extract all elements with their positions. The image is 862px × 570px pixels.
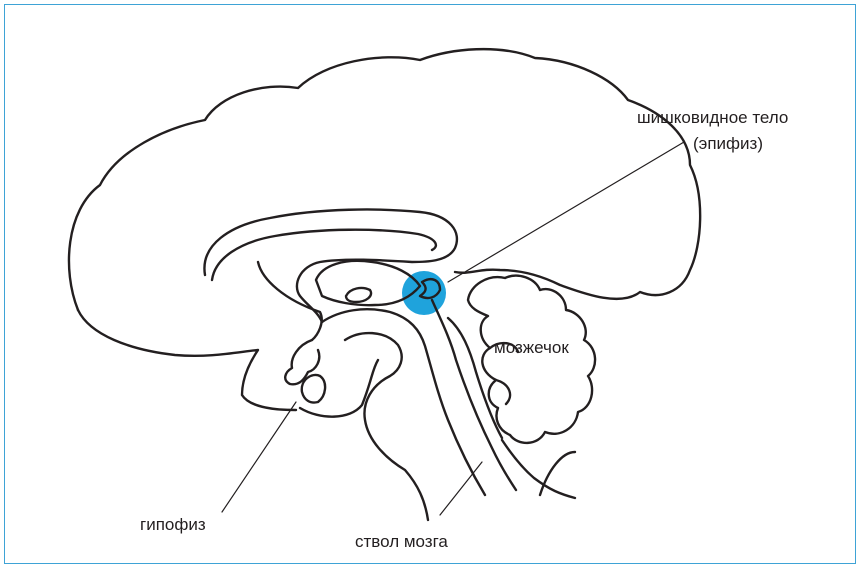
brainstem-back — [432, 300, 516, 490]
fornix — [258, 262, 322, 340]
frontal-lower-outline — [78, 310, 296, 410]
pituitary-gland — [302, 375, 325, 403]
corpus-callosum-inner — [212, 230, 436, 280]
brainstem-front — [322, 309, 485, 495]
cerebrum-outline — [69, 49, 700, 310]
spinal-line — [540, 452, 575, 495]
brainstem-label: ствол мозга — [355, 532, 448, 552]
brainstem-leader-line — [440, 462, 482, 515]
pineal-leader-line — [448, 142, 684, 282]
pons-outline — [345, 333, 428, 520]
hypothalamus-outline — [285, 340, 319, 384]
pituitary-leader-line — [222, 402, 296, 512]
cerebellum-label: мозжечок — [494, 338, 569, 358]
pineal-label-line2: (эпифиз) — [693, 134, 763, 154]
third-ventricle — [346, 288, 371, 302]
pineal-label-line1: шишковидное тело — [637, 108, 788, 128]
pituitary-label: гипофиз — [140, 515, 206, 535]
cerebellum-fold-1 — [496, 380, 510, 404]
cerebellum-outline — [468, 276, 595, 443]
temporal-lobe-outline — [300, 360, 378, 417]
medulla-back — [502, 440, 575, 498]
